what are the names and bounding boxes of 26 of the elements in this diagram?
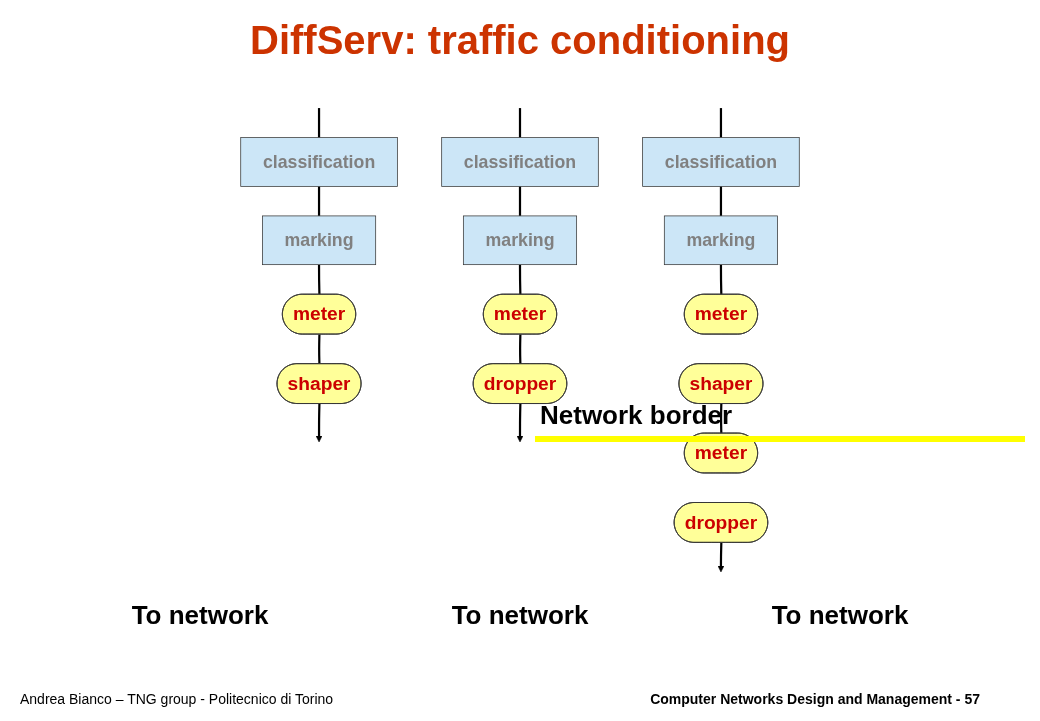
node-box: classification xyxy=(441,137,599,187)
connector xyxy=(317,186,321,216)
footer-course: Computer Networks Design and Management - 57 xyxy=(650,691,980,707)
arrow xyxy=(516,403,524,443)
connector xyxy=(518,186,522,216)
connector xyxy=(318,334,321,365)
connector xyxy=(719,186,723,216)
footer-author: Andrea Bianco – TNG group - Politecnico di Torino xyxy=(20,691,334,707)
connector xyxy=(317,108,321,138)
node-box: marking xyxy=(663,215,778,266)
destination-label: To network xyxy=(451,600,589,631)
connector xyxy=(317,264,321,295)
node-box: marking xyxy=(262,215,377,266)
connector xyxy=(518,108,522,138)
node-box: classification xyxy=(642,137,800,187)
arrow xyxy=(315,403,323,443)
slide-title: DiffServ: traffic conditioning xyxy=(249,18,791,63)
destination-label: To network xyxy=(771,600,909,631)
connector xyxy=(518,264,522,295)
connector xyxy=(719,108,723,138)
connector xyxy=(519,334,522,365)
node-box: classification xyxy=(240,137,398,187)
destination-label: To network xyxy=(131,600,269,631)
arrow xyxy=(717,542,725,573)
node-box: marking xyxy=(463,215,577,266)
connector xyxy=(719,264,723,295)
